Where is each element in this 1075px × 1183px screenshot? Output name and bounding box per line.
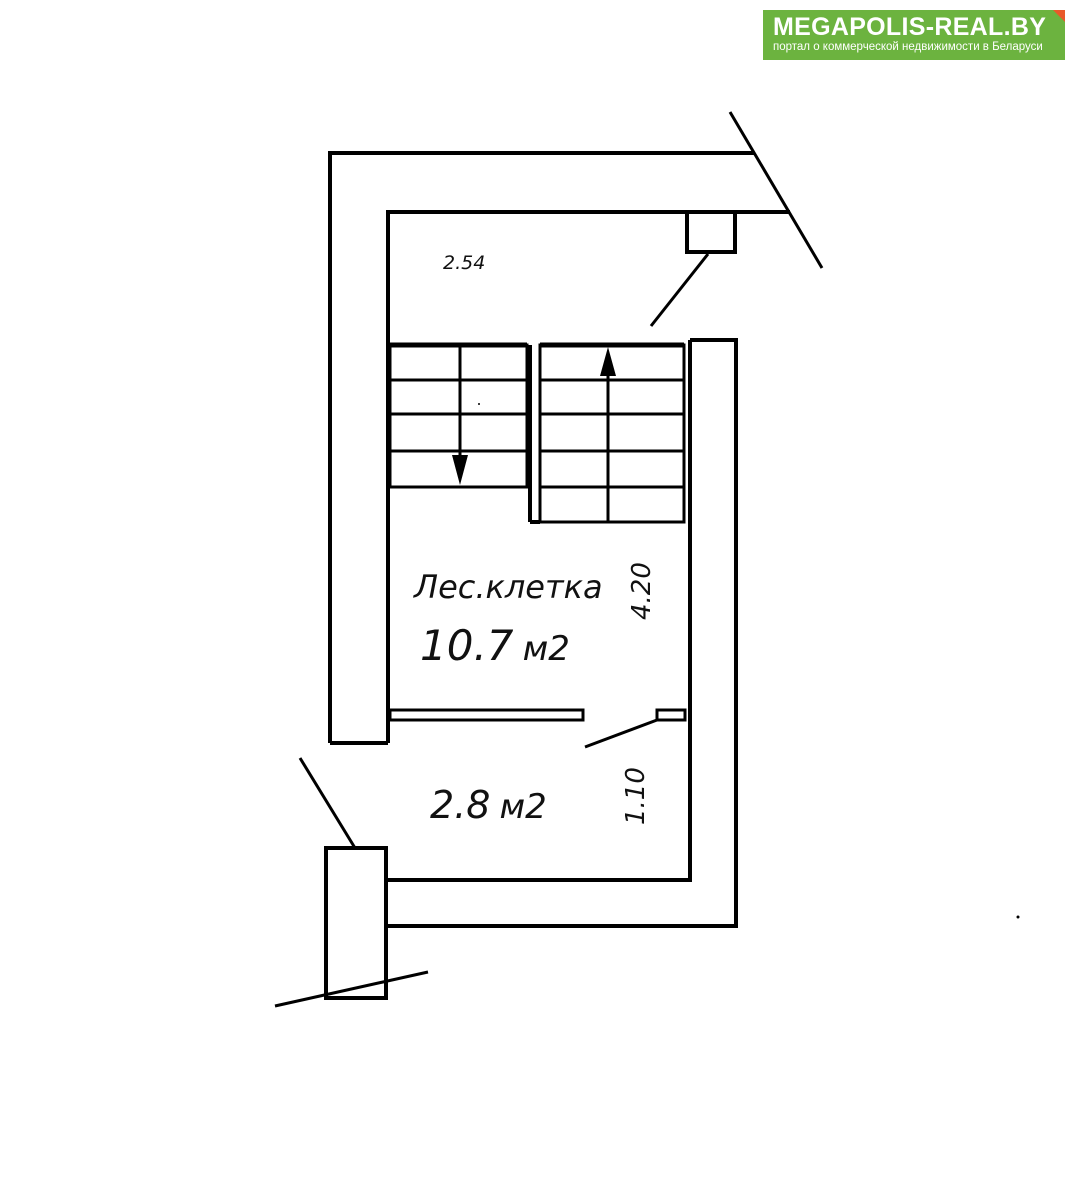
room-small-area-label: 2.8 м2: [430, 783, 547, 827]
stair-flight-up: [528, 342, 686, 524]
room-small-area-unit: м2: [500, 787, 547, 827]
scan-dot: [1016, 915, 1020, 919]
vent-shaft: [685, 210, 737, 254]
site-logo[interactable]: MEGAPOLIS-REAL.BY портал о коммерческой …: [763, 10, 1065, 60]
break-line-top-right: [728, 111, 824, 269]
arrow-down-icon: [452, 455, 468, 485]
room-main-area-label: 10.7 м2: [420, 621, 570, 670]
outer-wall-left-top: [328, 151, 754, 743]
dim-main-height: 4.20: [627, 562, 657, 620]
dim-top: 2.54: [443, 252, 485, 274]
room-main-area: 10.7: [420, 621, 514, 670]
room-small-area: 2.8: [430, 783, 490, 827]
door-jamb-right: [655, 708, 687, 722]
door-swing-line-right: [584, 718, 658, 749]
logo-name: MEGAPOLIS-REAL.BY: [773, 13, 1047, 41]
logo-corner-flag: [1053, 10, 1065, 22]
outer-wall-right-bottom: [388, 338, 738, 928]
door-swing-line-left: [298, 757, 357, 849]
inner-wall-left-top: [386, 210, 790, 743]
arrow-up-icon: [600, 347, 616, 376]
partition-wall: [388, 708, 585, 722]
room-main-area-unit: м2: [523, 629, 570, 669]
logo-tagline: портал о коммерческой недвижимости в Бел…: [773, 41, 1043, 53]
stair-flight-down: [388, 342, 529, 489]
scan-dot: [478, 403, 480, 405]
break-line-bottom-left: [274, 970, 429, 1008]
room-main-name: Лес.клетка: [413, 568, 603, 606]
vent-leader-line: [649, 253, 710, 327]
inner-wall-right-bottom: [388, 340, 692, 882]
dim-small-height: 1.10: [621, 767, 651, 825]
wall-pier-bottom-left: [324, 846, 388, 1000]
